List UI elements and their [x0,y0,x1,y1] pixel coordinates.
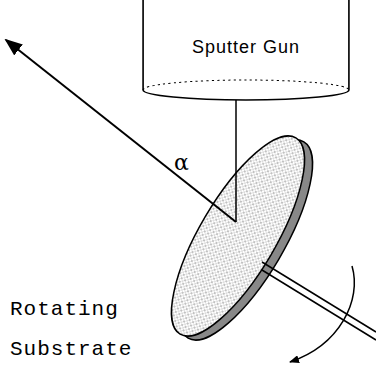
substrate-shaft [262,262,376,340]
substrate-disk [147,118,336,357]
rotation-arrow [290,266,354,362]
gun-axis-line [235,100,237,222]
angle-alpha: α [174,150,189,175]
gun-label: Sputter Gun [142,37,350,58]
sputter-gun: Sputter Gun [142,0,350,102]
gun-text-wrap: Sputter Gun [142,37,350,58]
substrate-label: Rotating Substrate [10,290,140,370]
